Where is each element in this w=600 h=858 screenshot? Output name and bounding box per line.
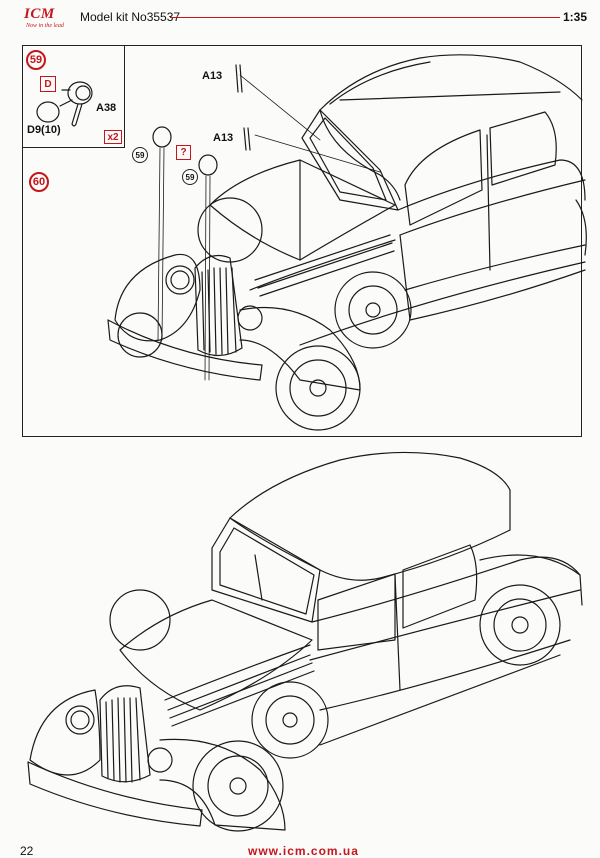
page-number: 22 <box>20 844 34 858</box>
website-url: www.icm.com.ua <box>248 844 359 858</box>
car-assembly-drawing <box>107 54 587 431</box>
brand-tagline: Now in the lead <box>26 23 64 29</box>
step-panel <box>22 45 582 437</box>
subassembly-inset <box>22 45 125 148</box>
model-kit-number: Model kit No35537 <box>80 10 181 24</box>
headlight-subassembly-drawing <box>36 81 93 127</box>
part-a13-label-mid: A13 <box>213 132 234 144</box>
part-a13-label-top: A13 <box>202 70 223 82</box>
step-60-marker: 60 <box>29 172 49 192</box>
quantity-x2-label: x2 <box>104 130 122 144</box>
header-rule <box>170 17 560 18</box>
ref-step-59-right: 59 <box>182 169 198 185</box>
ref-step-59-left: 59 <box>132 147 148 163</box>
step-59-marker: 59 <box>26 50 46 70</box>
part-d-label: D <box>40 76 56 92</box>
part-a38-label: A38 <box>96 102 117 114</box>
page-header: ICM Now in the lead Model kit No35537 1:… <box>0 0 600 34</box>
scale-label: 1:35 <box>563 10 588 24</box>
completed-car-drawing <box>27 451 583 832</box>
question-part-label: ? <box>176 145 191 160</box>
brand-name: ICM <box>24 6 55 22</box>
part-d9-label: D9(10) <box>27 124 61 136</box>
